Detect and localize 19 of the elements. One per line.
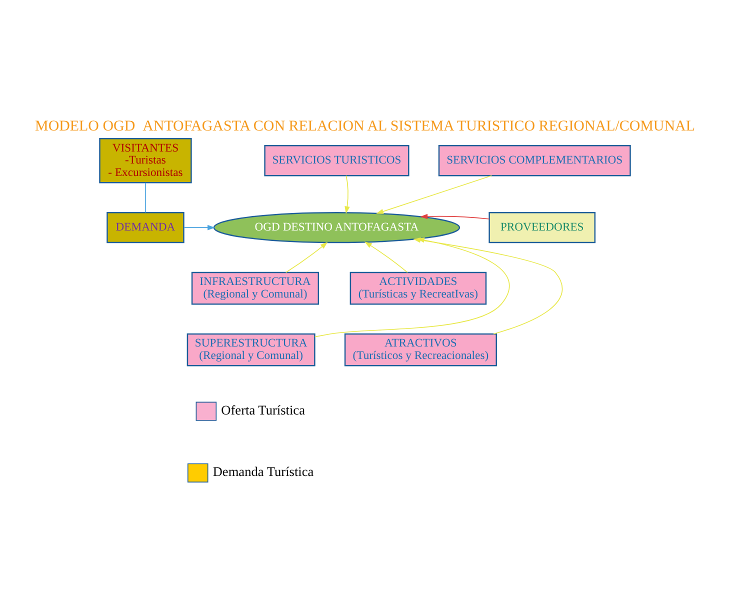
arrow — [364, 241, 408, 272]
arrow — [376, 174, 492, 214]
arrow — [184, 224, 216, 230]
node-box: INFRAESTRUCTURA (Regional y Comunal) — [191, 271, 320, 304]
node-box: SERVICIOS TURISTICOS — [264, 144, 410, 176]
node-box: DEMANDA — [106, 212, 184, 243]
arrow — [344, 174, 350, 214]
connector — [145, 182, 146, 212]
diagram-title: MODELO OGD ANTOFAGASTA CON RELACION AL SISTEMA TURISTICO REGIONAL/COMUNAL — [35, 118, 695, 134]
arrow — [285, 241, 328, 272]
node-box: ACTIVIDADES (Turísticas y RecreatIvas) — [350, 271, 487, 304]
node-box: VISITANTES -Turistas - Excursionistas — [99, 137, 192, 183]
node-box: PROVEEDORES — [488, 212, 596, 243]
legend-label: Demanda Turística — [212, 464, 314, 479]
arrow — [420, 213, 490, 219]
legend-label: Oferta Turística — [221, 402, 305, 418]
node-box: SUPERESTRUCTURA (Regional y Comunal) — [186, 332, 316, 366]
node-box: ATRACTIVOS (Turísticos y Recreacionales) — [344, 332, 497, 366]
node-box: SERVICIOS COMPLEMENTARIOS — [438, 144, 631, 176]
